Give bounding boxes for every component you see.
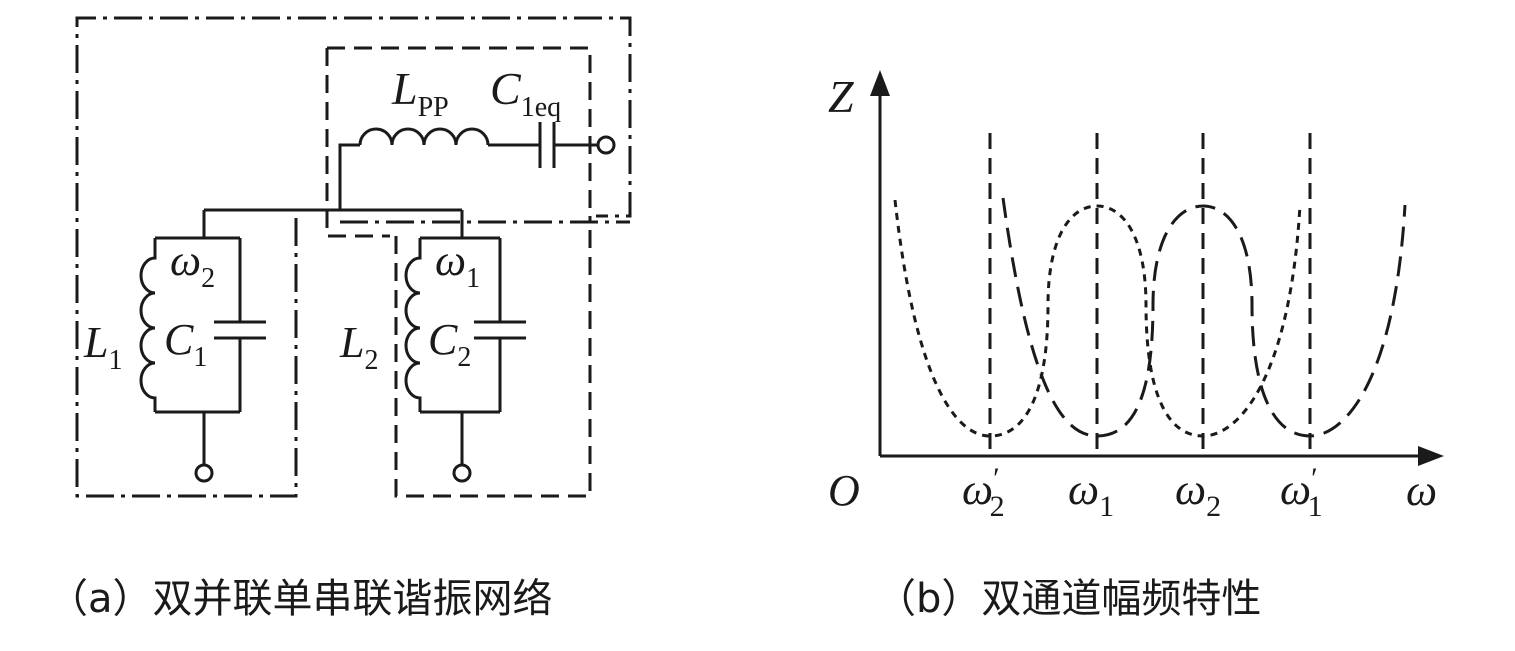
label-lpp: LPP [391, 63, 449, 123]
caption-a: （a）双并联单串联谐振网络 [48, 576, 553, 622]
resonator2-terminal [452, 463, 472, 483]
label-omega2: ω2 [170, 236, 215, 294]
resonator2-bottom-wire [420, 410, 500, 465]
label-omega1: ω1 [435, 236, 480, 294]
capacitor-c1eq [538, 122, 556, 168]
label-l2: L2 [339, 318, 378, 376]
frequency-response-plot: Z O ω ω′2 ω1 ω2 ω′1 [828, 70, 1444, 523]
resonator2-dashed-boundary [394, 216, 592, 498]
inductor-lpp [358, 127, 490, 146]
series-wire [338, 143, 360, 210]
inductor-l1 [139, 238, 157, 412]
tick-label-omega2: ω2 [1175, 465, 1221, 523]
x-axis-label: ω [1406, 466, 1437, 515]
capacitor-c1 [214, 320, 266, 340]
origin-label: O [828, 466, 860, 515]
x-axis-arrow [1418, 446, 1444, 466]
tick-label-omega2-prime: ω′2 [962, 462, 1005, 523]
channel-curve-long-dash [1001, 197, 1407, 438]
y-axis-arrow [870, 70, 890, 96]
y-axis-label: Z [828, 71, 854, 122]
label-c1: C1 [164, 315, 207, 373]
circuit-diagram: LPP C1eq ω2 L1 C1 ω1 L2 C2 [75, 16, 632, 498]
inductor-l2 [404, 238, 422, 412]
tick-label-omega1: ω1 [1068, 465, 1114, 523]
channel-curve-short-dash [893, 199, 1302, 438]
label-l1: L1 [83, 318, 122, 376]
capacitor-c2 [474, 320, 526, 340]
series-terminal [596, 135, 616, 155]
resonator1-bottom-wire [155, 410, 240, 465]
series-dashed-boundary [325, 46, 592, 238]
outer-dashdot-boundary [75, 16, 632, 498]
caption-b: （b）双通道幅频特性 [876, 576, 1261, 622]
tick-label-omega1-prime: ω′1 [1280, 462, 1323, 523]
label-c1eq: C1eq [490, 63, 561, 123]
label-c2: C2 [428, 315, 471, 373]
resonator1-terminal [194, 463, 214, 483]
